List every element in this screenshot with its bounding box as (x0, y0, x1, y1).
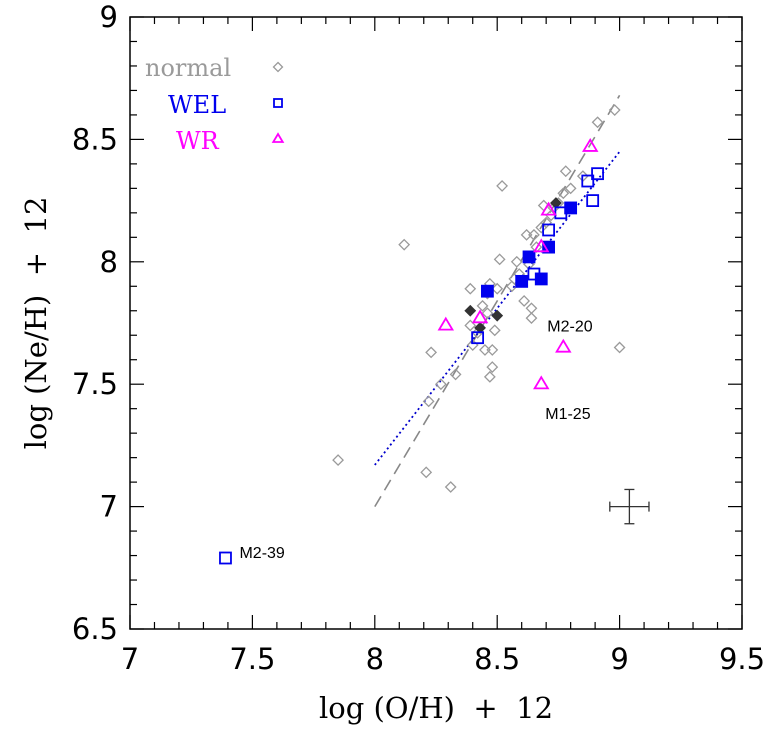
normal-point (486, 361, 499, 373)
y-tick-label: 7.5 (72, 367, 118, 401)
y-tick-label: 8.5 (72, 122, 118, 156)
data-points (219, 104, 626, 565)
wel-point (586, 194, 600, 208)
wr-point (533, 375, 550, 390)
legend-label-wel: WEL (168, 91, 226, 119)
normal-filled-point (464, 304, 477, 317)
representative-error-bar (609, 488, 650, 525)
normal-point (464, 282, 477, 295)
legend-label-normal: normal (145, 54, 231, 82)
normal-point (444, 481, 457, 493)
annotation-m2-20: M2-20 (547, 318, 592, 335)
wel-point (581, 174, 595, 188)
wel-point (591, 167, 604, 181)
normal-point (449, 368, 462, 381)
normal-filled-point (491, 309, 504, 322)
normal-point (608, 104, 621, 116)
normal-point (525, 312, 538, 325)
x-tick-labels: 7 7.5 8 8.5 9 9.5 (121, 642, 765, 676)
wr-point (437, 316, 455, 331)
legend-marker-wel (273, 98, 283, 108)
dashed-fit-line (374, 94, 621, 508)
x-axis-title: log (O/H) + 12 (319, 691, 553, 725)
normal-point (476, 299, 489, 312)
y-tick-label: 9 (100, 0, 118, 34)
plot-frame (129, 16, 743, 630)
y-tick-label: 8 (100, 245, 118, 279)
annotation-m1-25: M1-25 (545, 406, 590, 423)
wel-filled-point (534, 272, 548, 286)
normal-point (540, 216, 553, 229)
wel-filled-point (515, 274, 529, 288)
normal-point (559, 165, 572, 178)
normal-point (496, 179, 509, 192)
dotted-fit-line (374, 151, 621, 466)
normal-point (564, 182, 577, 195)
normal-point (518, 295, 531, 307)
normal-point (520, 228, 533, 241)
legend-marker-wr (271, 132, 285, 143)
y-tick-labels: 6.5 7 7.5 8 8.5 9 (72, 0, 118, 646)
normal-point (420, 466, 433, 479)
x-tick-label: 9.5 (719, 642, 765, 676)
normal-point (505, 280, 518, 293)
x-tick-label: 8.5 (474, 642, 520, 676)
normal-point (510, 255, 523, 268)
normal-point (434, 378, 447, 391)
normal-point (525, 302, 538, 315)
wel-filled-point (542, 240, 556, 254)
normal-point (528, 228, 540, 241)
legend-marker-normal (272, 61, 284, 73)
wr-point (555, 338, 572, 353)
normal-point (479, 344, 491, 356)
wr-point (540, 201, 557, 216)
y-tick-label: 7 (100, 490, 118, 524)
annotation-m2-39: M2-39 (239, 545, 284, 562)
legend-label-wr: WR (176, 127, 220, 155)
normal-point (613, 341, 626, 354)
wel-filled-point (564, 201, 578, 215)
wr-point (581, 137, 599, 152)
wel-filled-point (522, 250, 536, 264)
normal-point (464, 319, 477, 332)
normal-point (422, 395, 435, 408)
normal-point (488, 324, 501, 337)
y-axis-title: log (Ne/H) + 12 (19, 197, 53, 450)
x-tick-label: 7.5 (229, 642, 275, 676)
x-tick-label: 7 (121, 642, 139, 676)
x-tick-label: 9 (610, 642, 628, 676)
normal-point (425, 346, 438, 359)
normal-point (332, 454, 344, 467)
fit-lines (374, 94, 621, 508)
wel-point (219, 551, 232, 565)
normal-point (491, 282, 504, 295)
normal-point (591, 116, 604, 129)
wr-point (471, 309, 489, 324)
normal-point (398, 238, 411, 251)
normal-point (486, 344, 499, 356)
wr-point (533, 238, 550, 253)
wel-filled-point (481, 284, 494, 298)
normal-point (483, 370, 496, 383)
axis-ticks (129, 16, 743, 630)
y-tick-label: 6.5 (72, 612, 118, 646)
wel-point (542, 223, 556, 237)
x-tick-label: 8 (366, 642, 384, 676)
normal-point (557, 187, 570, 200)
normal-point (481, 307, 494, 320)
normal-point (493, 253, 506, 266)
wel-point (471, 331, 485, 345)
